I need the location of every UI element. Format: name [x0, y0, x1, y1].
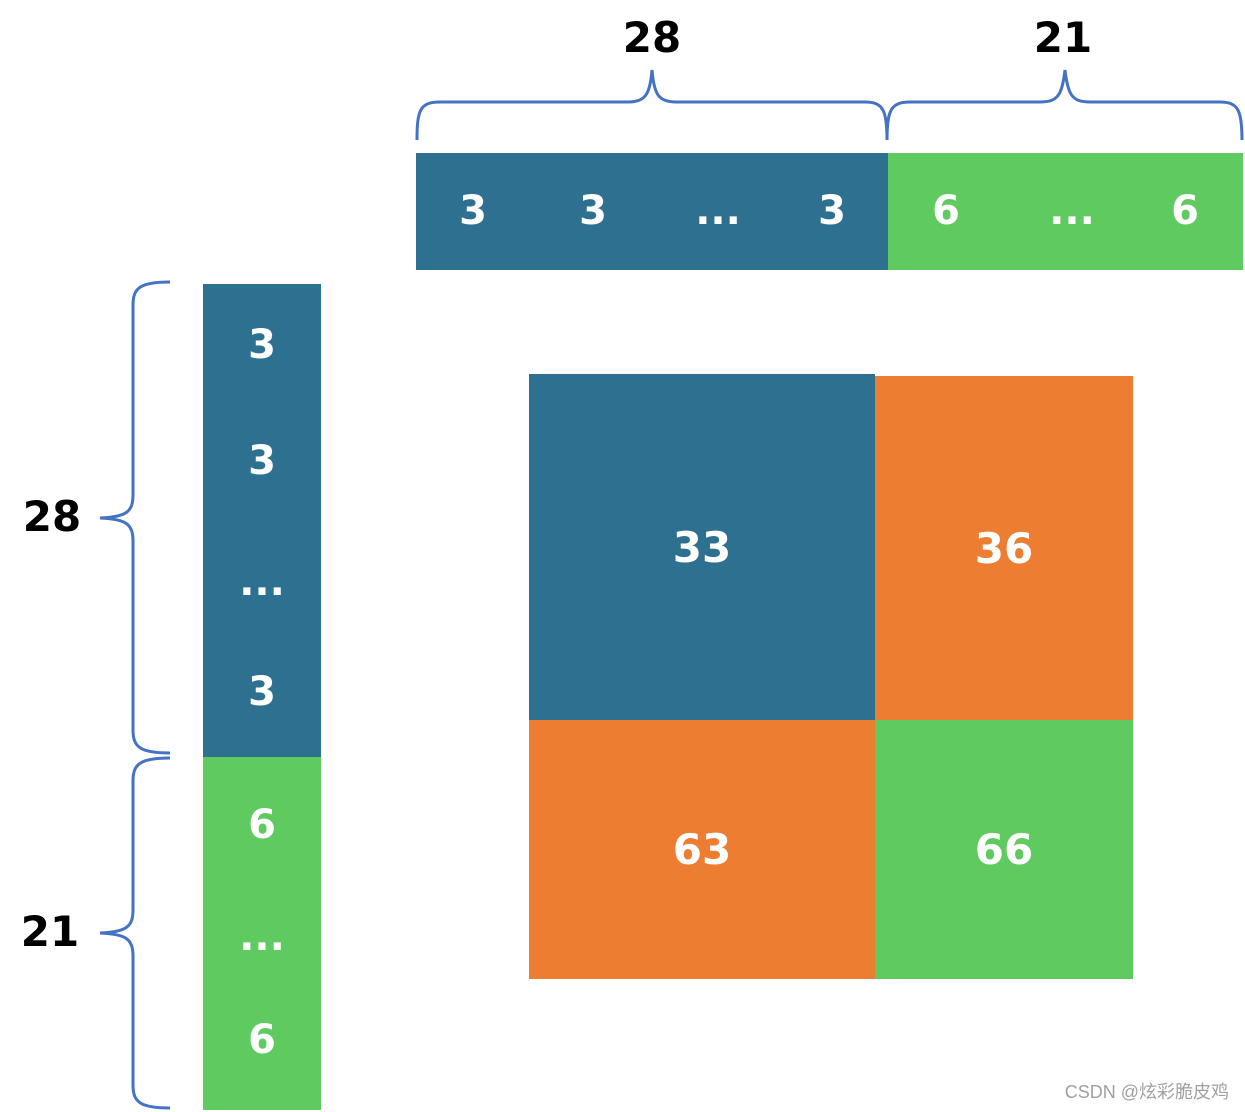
top-vector-green-segment [888, 153, 1243, 270]
matrix-block-63: 63 [529, 720, 875, 979]
matrix-block-label: 63 [672, 825, 732, 874]
top-brace-28 [415, 69, 889, 141]
left-vector-item: 6 [248, 1017, 276, 1063]
top-vector-ellipsis: ... [1049, 188, 1095, 234]
left-blue-count-label: 28 [22, 492, 82, 541]
left-vector-blue-segment [203, 284, 321, 757]
matrix-block-label: 66 [974, 825, 1034, 874]
top-vector-item: 6 [1171, 188, 1199, 234]
matrix-block-66: 66 [875, 720, 1133, 979]
top-vector-blue-segment [416, 153, 888, 270]
left-brace-28 [99, 280, 171, 755]
matrix-block-33: 33 [529, 374, 875, 720]
matrix-block-36: 36 [875, 376, 1133, 720]
top-vector-ellipsis: ... [695, 188, 741, 234]
left-vector-item: 6 [248, 802, 276, 848]
left-vector-item: 3 [248, 669, 276, 715]
top-blue-count-label: 28 [622, 13, 682, 62]
top-vector-item: 6 [932, 188, 960, 234]
top-vector-item: 3 [459, 188, 487, 234]
left-vector-ellipsis: ... [239, 559, 285, 605]
matrix-block-label: 33 [672, 522, 732, 572]
top-green-count-label: 21 [1033, 13, 1093, 62]
left-brace-21 [99, 756, 171, 1110]
top-vector-item: 3 [818, 188, 846, 234]
watermark-text: CSDN @炫彩脆皮鸡 [1064, 1082, 1229, 1102]
left-vector-green-segment [203, 757, 321, 1110]
left-vector-ellipsis: ... [239, 914, 285, 960]
top-brace-21 [885, 69, 1244, 141]
left-vector-item: 3 [248, 322, 276, 368]
top-vector-item: 3 [579, 188, 607, 234]
left-green-count-label: 21 [20, 907, 80, 956]
left-vector-item: 3 [248, 438, 276, 484]
matrix-block-label: 36 [974, 523, 1034, 573]
